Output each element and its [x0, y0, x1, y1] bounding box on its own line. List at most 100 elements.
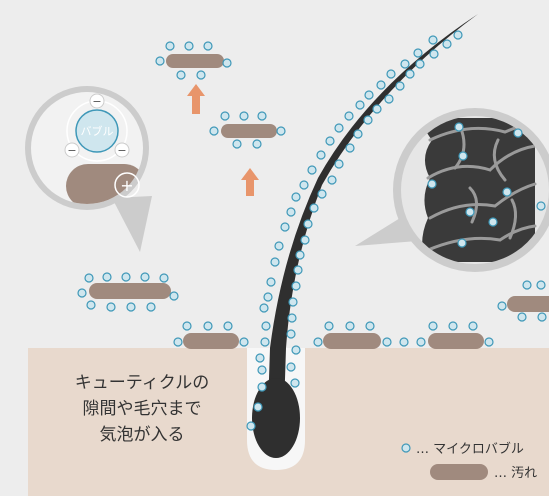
microbubble-icon: [203, 321, 213, 331]
microbubble-icon: [334, 159, 344, 169]
microbubble-icon: [246, 421, 256, 431]
microbubble-icon: [77, 288, 87, 298]
microbubble-icon: [209, 126, 219, 136]
microbubble-icon: [427, 179, 437, 189]
microbubble-icon: [300, 235, 310, 245]
microbubble-icon: [442, 39, 452, 49]
microbubble-icon: [239, 111, 249, 121]
svg-text:−: −: [67, 144, 76, 157]
arrow-up-icon: [241, 168, 259, 196]
microbubble-icon: [307, 165, 317, 175]
microbubble-icon: [376, 80, 386, 90]
microbubble-icon: [286, 329, 296, 339]
microbubble-icon: [260, 337, 270, 347]
microbubble-icon: [429, 49, 439, 59]
microbubble-icon: [173, 337, 183, 347]
dirt-particle-icon: [89, 283, 171, 299]
legend: … マイクロバブル … 汚れ: [401, 441, 537, 481]
microbubble-icon: [324, 321, 334, 331]
microbubble-icon: [303, 219, 313, 229]
microbubble-icon: [291, 345, 301, 355]
microbubble-icon: [317, 189, 327, 199]
microbubble-icon: [286, 207, 296, 217]
microbubble-icon: [344, 111, 354, 121]
dirt-particle-icon: [430, 464, 488, 480]
microbubble-icon: [395, 81, 405, 91]
microbubble-icon: [261, 321, 271, 331]
microbubble-icon: [102, 272, 112, 282]
microbubble-icon: [293, 265, 303, 275]
microbubble-icon: [223, 321, 233, 331]
microbubbles: [77, 30, 547, 431]
microbubble-icon: [537, 312, 547, 322]
svg-text:+: +: [120, 176, 133, 195]
microbubble-icon: [176, 70, 186, 80]
microbubble-icon: [416, 337, 426, 347]
microbubble-icon: [309, 203, 319, 213]
microbubble-icon: [517, 312, 527, 322]
microbubble-icon: [287, 313, 297, 323]
magnifier-pointer: [112, 196, 152, 252]
microbubble-icon: [497, 301, 507, 311]
microbubble-icon: [522, 280, 532, 290]
bubble-closeup: [75, 109, 119, 153]
microbubble-icon: [257, 382, 267, 392]
microbubble-icon: [232, 139, 242, 149]
microbubble-icon: [291, 192, 301, 202]
microbubble-icon: [121, 272, 131, 282]
microbubble-icon: [239, 337, 249, 347]
microbubble-icon: [84, 273, 94, 283]
minus-icon: −: [114, 142, 130, 158]
microbubble-icon: [316, 150, 326, 160]
microbubble-icon: [169, 291, 179, 301]
microbubble-icon: [146, 302, 156, 312]
microbubble-icon: [196, 70, 206, 80]
microbubble-icon: [386, 69, 396, 79]
microbubble-icon: [454, 122, 464, 132]
microbubble-icon: [86, 300, 96, 310]
microbubble-icon: [126, 302, 136, 312]
microbubble-icon: [313, 337, 323, 347]
microbubble-icon: [295, 250, 305, 260]
microbubble-icon: [428, 35, 438, 45]
minus-icon: −: [89, 93, 105, 109]
microbubble-icon: [484, 337, 494, 347]
svg-text:−: −: [92, 95, 101, 108]
microbubble-icon: [415, 59, 425, 69]
microbubble-icon: [286, 362, 296, 372]
microbubble-icon: [165, 41, 175, 51]
microbubble-icon: [252, 139, 262, 149]
microbubble-icon: [400, 59, 410, 69]
microbubble-icon: [270, 257, 280, 267]
hair-root: [252, 378, 300, 458]
plus-icon: +: [114, 172, 140, 198]
microbubble-icon: [159, 273, 169, 283]
microbubble-icon: [488, 217, 498, 227]
microbubble-icon: [325, 136, 335, 146]
microbubble-icon: [222, 58, 232, 68]
microbubble-icon: [266, 277, 276, 287]
microbubble-icon: [263, 292, 273, 302]
microbubble-icon: [290, 378, 300, 388]
dirt-particle-icon: [323, 333, 381, 349]
microbubble-icon: [457, 238, 467, 248]
legend-dirt-label: … 汚れ: [494, 466, 537, 481]
dirt-particle-icon: [428, 333, 484, 349]
microbubble-icon: [259, 303, 269, 313]
svg-text:−: −: [117, 144, 126, 157]
microbubble-icon: [468, 321, 478, 331]
dirt-particle-icon: [166, 54, 224, 68]
microbubble-icon: [291, 281, 301, 291]
bubble-label: バブル: [81, 124, 114, 138]
microbubble-icon: [536, 201, 546, 211]
microbubble-icon: [106, 302, 116, 312]
microbubble-icon: [453, 30, 463, 40]
microbubble-icon: [276, 126, 286, 136]
caption: キューティクルの 隙間や毛穴まで 気泡が入る: [42, 370, 242, 448]
cuticle-closeup: [422, 118, 537, 262]
microbubble-icon: [140, 272, 150, 282]
microbubble-icon: [182, 321, 192, 331]
microbubble-icon: [220, 111, 230, 121]
microbubble-icon: [345, 321, 355, 331]
